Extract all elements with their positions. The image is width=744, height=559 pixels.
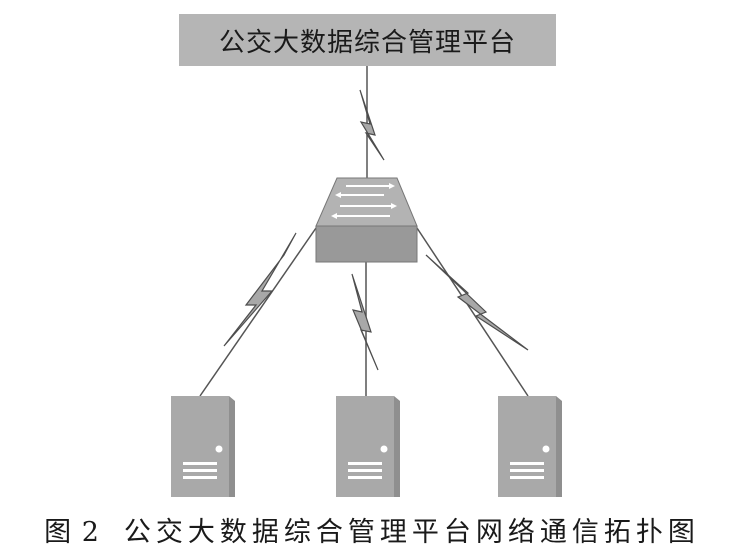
network-switch-icon bbox=[315, 177, 418, 263]
bolt-center bbox=[351, 273, 379, 371]
caption-text: 公交大数据综合管理平台网络通信拓扑图 bbox=[123, 516, 700, 548]
link-switch-server-right bbox=[416, 227, 529, 397]
switch-front-face bbox=[315, 225, 418, 263]
server-icon-center bbox=[336, 396, 400, 497]
figure-caption: 图 2 公交大数据综合管理平台网络通信拓扑图 bbox=[0, 509, 744, 549]
server-icon-left bbox=[171, 396, 235, 497]
bolt-left bbox=[223, 232, 297, 347]
link-switch-server-left bbox=[199, 227, 317, 397]
platform-box: 公交大数据综合管理平台 bbox=[179, 14, 556, 66]
bolt-top bbox=[359, 89, 385, 161]
bolt-right bbox=[425, 254, 529, 351]
server-icon-right bbox=[498, 396, 562, 497]
platform-label: 公交大数据综合管理平台 bbox=[218, 27, 516, 58]
wireless-link-icon bbox=[223, 89, 529, 371]
caption-label: 图 2 bbox=[44, 516, 100, 548]
